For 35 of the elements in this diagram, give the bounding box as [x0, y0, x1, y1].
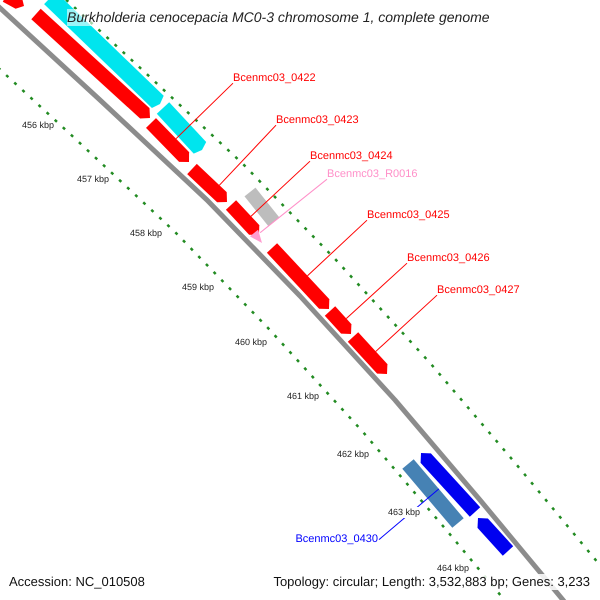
- leader-line: [176, 82, 234, 140]
- gene-feature: [187, 164, 227, 202]
- gene-label: Bcenmc03_0423: [276, 114, 359, 128]
- tick-label: 464 kbp: [437, 563, 470, 574]
- tick-label: 461 kbp: [287, 391, 320, 402]
- gene-feature: [266, 243, 330, 309]
- tick-label: 456 kbp: [22, 120, 54, 131]
- gene-label: Bcenmc03_0430: [295, 533, 378, 546]
- gene-label: Bcenmc03_R0016: [327, 168, 418, 182]
- title: Burkholderia cenocepacia MC0-3 chromosome 1, complete genome: [67, 9, 490, 26]
- genome-info-text: Topology: circular; Length: 3,532,883 bp; Genes: 3,233: [273, 574, 590, 590]
- gene-feature: [348, 332, 388, 374]
- leader-line: [307, 220, 368, 276]
- tick-label: 462 kbp: [337, 449, 370, 460]
- accession-text: Accession: NC_010508: [9, 574, 145, 590]
- leader-line: [346, 262, 408, 320]
- gene-label: Bcenmc03_0422: [233, 72, 316, 86]
- gene-feature: [324, 306, 352, 334]
- gene-feature: [402, 459, 464, 528]
- gene-label: Bcenmc03_0424: [310, 150, 393, 164]
- tick-label: 457 kbp: [77, 174, 110, 185]
- gene-label: Bcenmc03_0426: [407, 252, 490, 266]
- tick-label: 460 kbp: [235, 337, 268, 348]
- gene-label: Bcenmc03_0425: [367, 209, 450, 222]
- gene-label: Bcenmc03_0427: [437, 284, 520, 298]
- gene-feature: [226, 200, 260, 235]
- leader-line: [375, 294, 438, 352]
- tick-label: 458 kbp: [130, 228, 162, 239]
- leader-line: [260, 178, 328, 234]
- leader-line: [250, 160, 310, 217]
- gene-feature: [250, 230, 262, 243]
- leader-line: [218, 124, 276, 186]
- tick-label: 463 kbp: [388, 507, 420, 518]
- tick-label: 459 kbp: [182, 282, 214, 293]
- gene-feature: [146, 118, 190, 162]
